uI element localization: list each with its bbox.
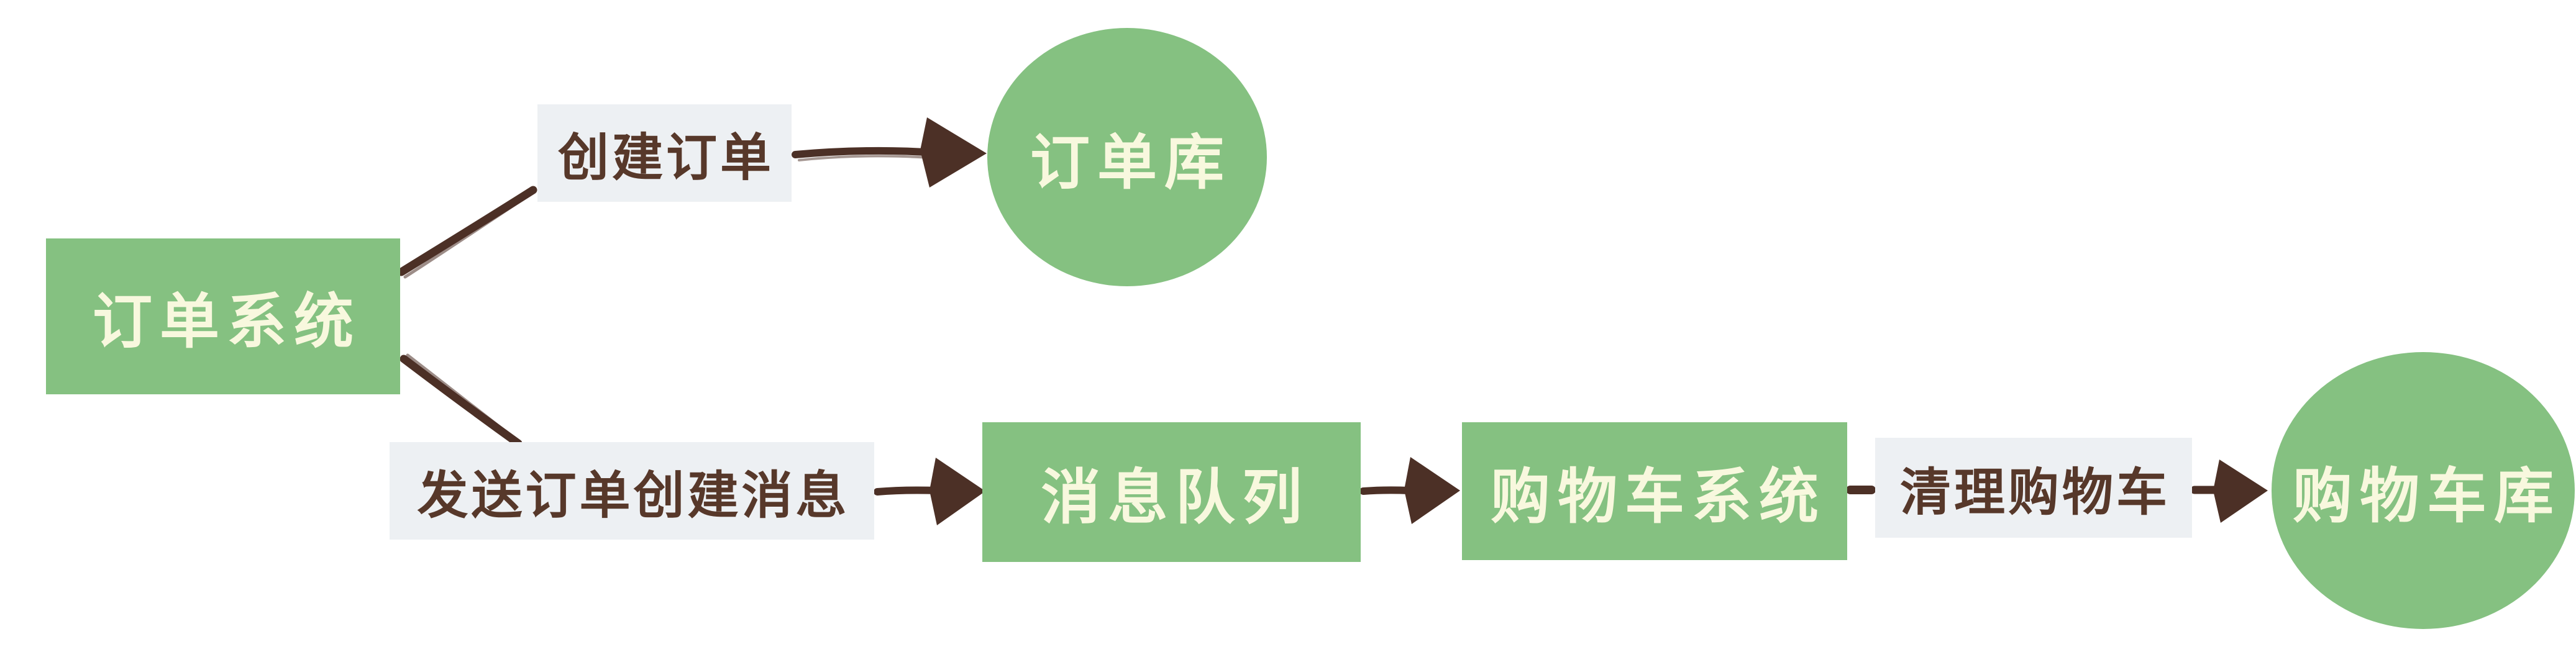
edge-label-send-order-created-message-text: 发送订单创建消息 bbox=[417, 466, 850, 525]
node-order-db: 订单库 bbox=[987, 28, 1267, 286]
node-order-system: 订单系统 bbox=[46, 238, 400, 394]
node-cart-db-label: 购物车库 bbox=[2293, 461, 2561, 531]
node-order-system-label: 订单系统 bbox=[93, 287, 361, 356]
edge-label-clear-cart: 清理购物车 bbox=[1875, 438, 2192, 538]
edge-label-create-order-text: 创建订单 bbox=[557, 129, 774, 188]
edge-label-send-order-created-message: 发送订单创建消息 bbox=[390, 442, 874, 540]
node-order-db-label: 订单库 bbox=[1030, 127, 1231, 197]
edge-label-clear-cart-text: 清理购物车 bbox=[1899, 463, 2170, 522]
edge-label-create-order: 创建订单 bbox=[537, 104, 792, 202]
node-message-queue-label: 消息队列 bbox=[1041, 463, 1310, 532]
node-cart-system: 购物车系统 bbox=[1462, 422, 1847, 560]
node-cart-system-label: 购物车系统 bbox=[1491, 461, 1826, 532]
node-message-queue: 消息队列 bbox=[982, 422, 1361, 562]
node-cart-db: 购物车库 bbox=[2272, 352, 2575, 629]
